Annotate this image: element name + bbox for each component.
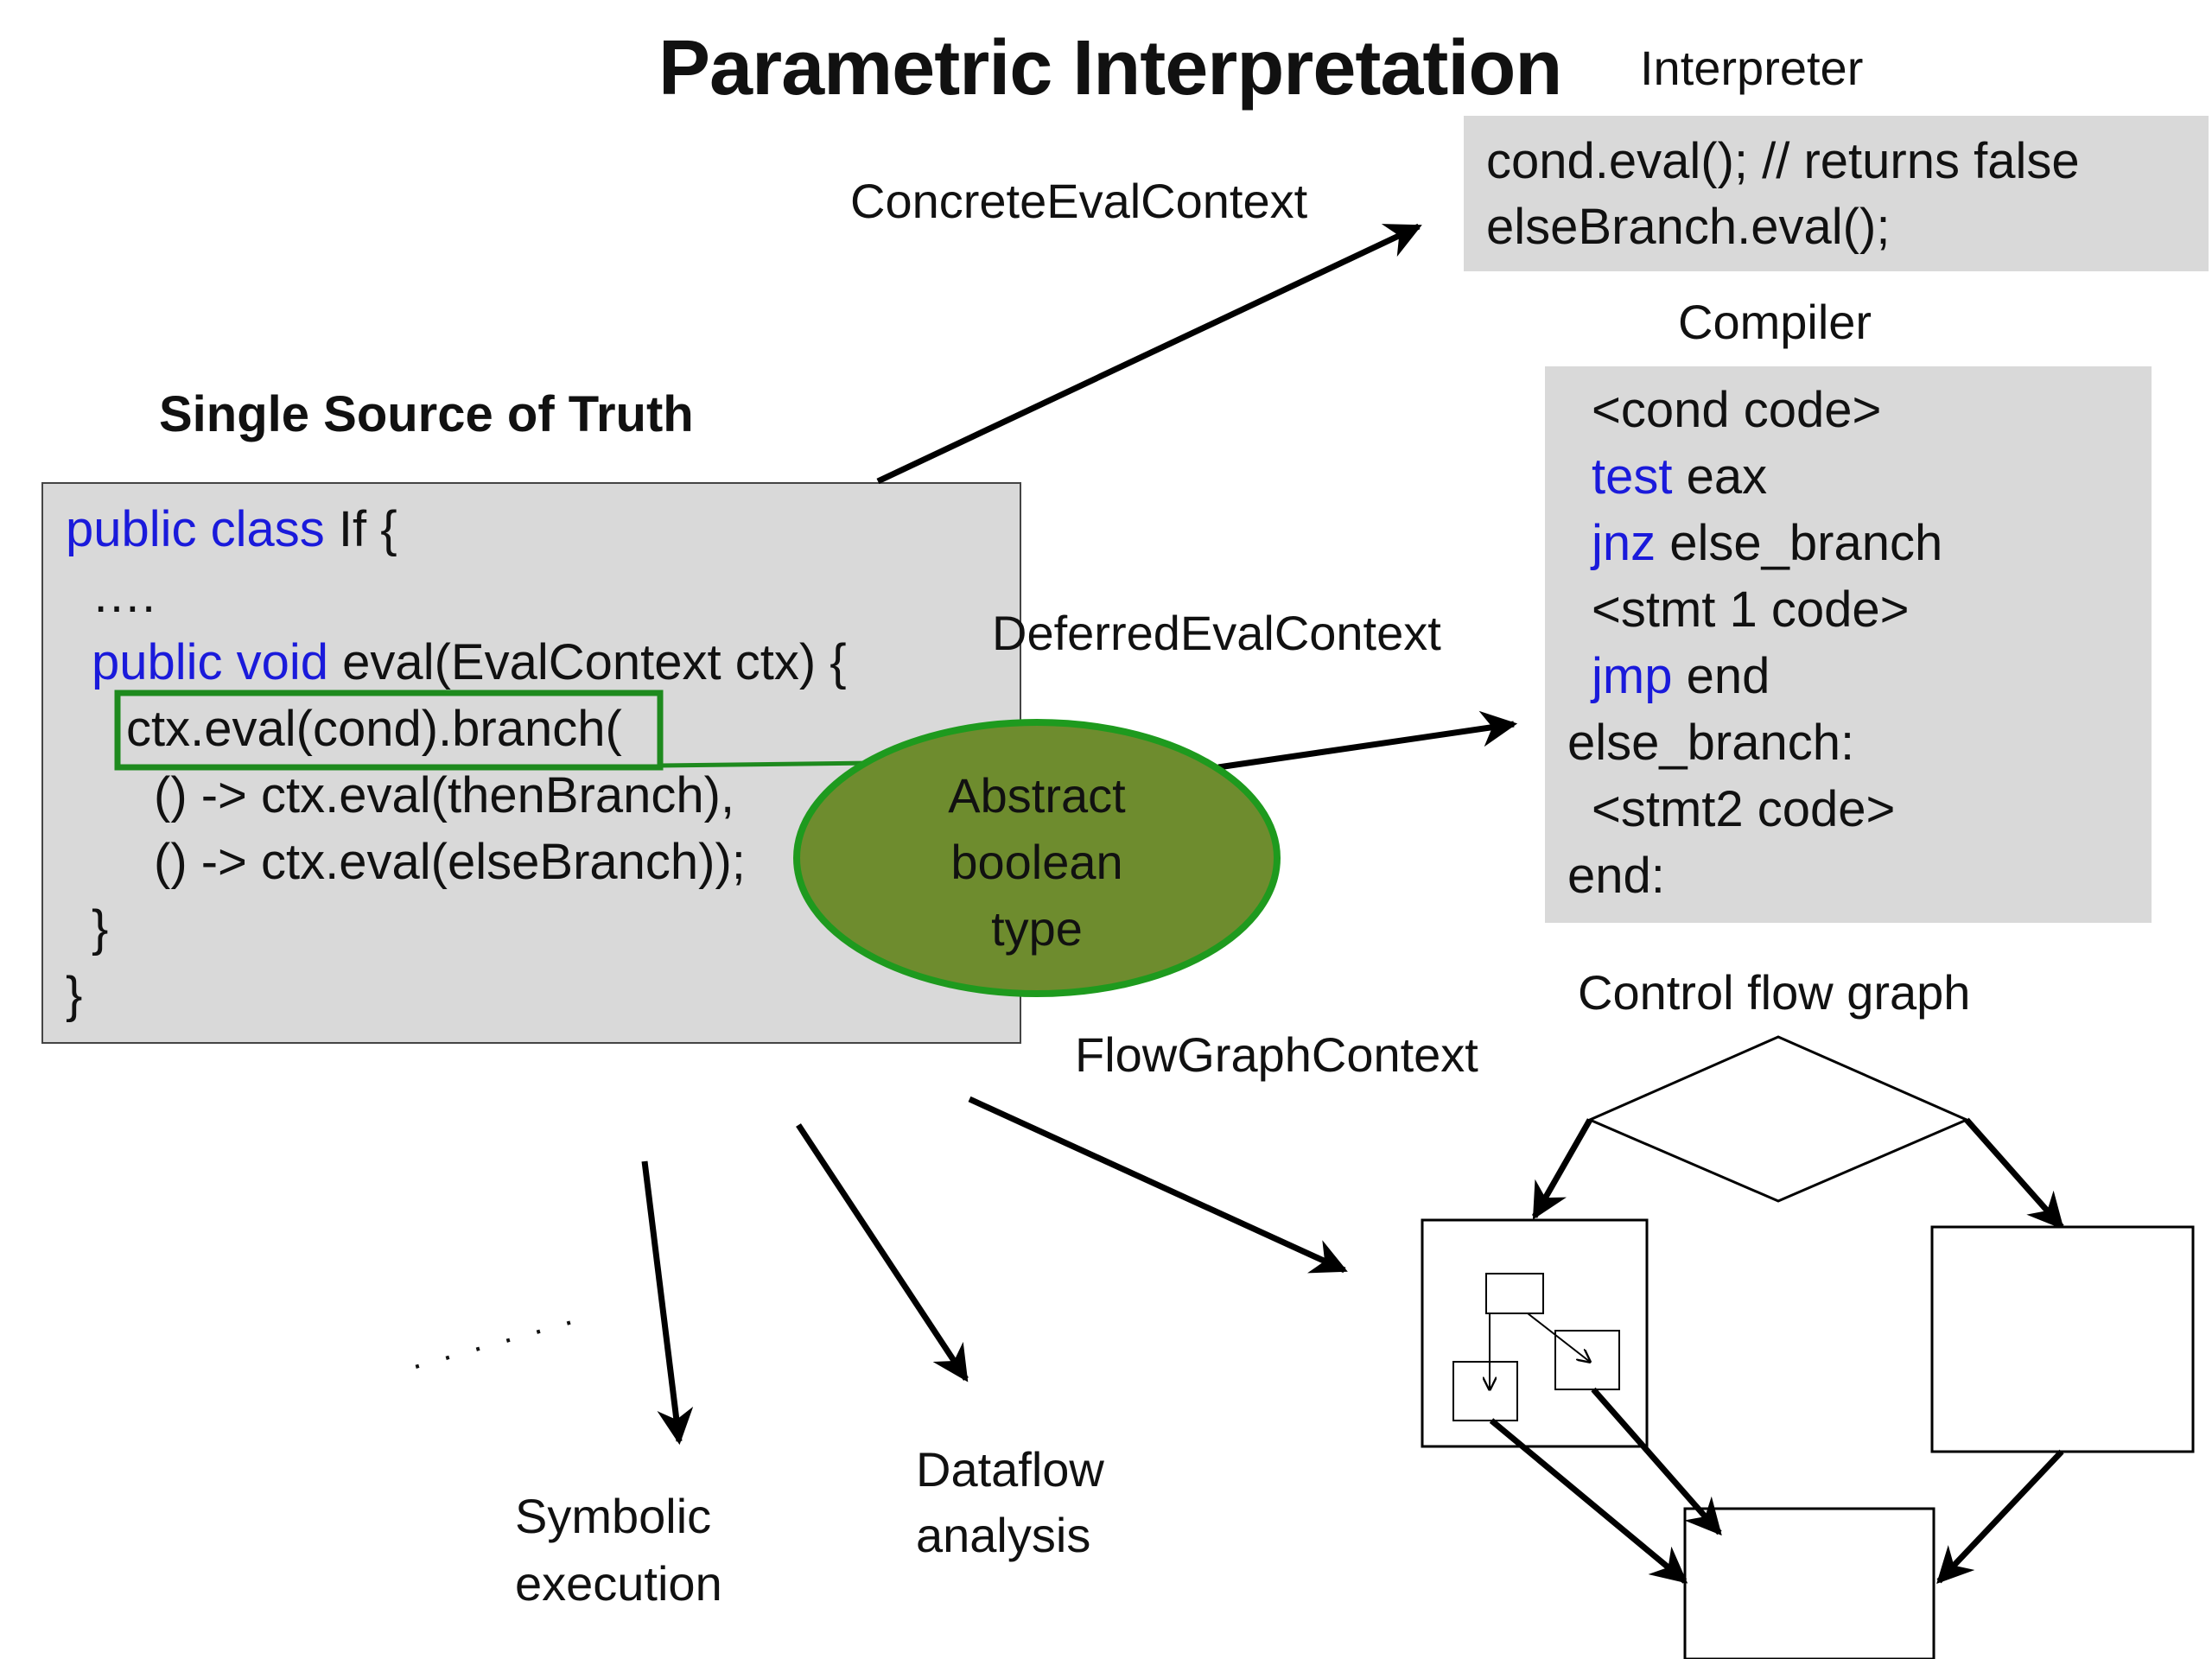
code-line-highlighted: ctx.eval(cond).branch( xyxy=(126,701,622,757)
arrow-dataflow xyxy=(796,1123,969,1382)
compiler-line-text: eax xyxy=(1672,448,1768,505)
compiler-label: Compiler xyxy=(1678,295,1872,349)
symbolic-label: execution xyxy=(515,1556,722,1611)
code-line: } xyxy=(92,900,109,957)
cfg-edge-merge xyxy=(1591,1387,1722,1536)
interpreter-label: Interpreter xyxy=(1640,41,1864,95)
code-line: public void eval(EvalContext ctx) { xyxy=(92,638,847,688)
arrow-flowgraph xyxy=(968,1096,1348,1274)
cfg-bottom-block xyxy=(1683,1507,1936,1659)
compiler-line-text: end xyxy=(1672,648,1770,704)
concrete-context-label: ConcreteEvalContext xyxy=(850,174,1308,228)
flowgraph-context-label: FlowGraphContext xyxy=(1075,1027,1478,1082)
abstract-line: type xyxy=(991,901,1083,956)
cfg-label: Control flow graph xyxy=(1578,965,1971,1020)
source-heading: Single Source of Truth xyxy=(159,386,694,442)
code-line: public class If { xyxy=(66,505,397,555)
arrow-symbolic xyxy=(641,1160,694,1446)
code-keyword: public void xyxy=(92,634,329,690)
compiler-line: jnz else_branch xyxy=(1592,518,1942,569)
highlight-connector xyxy=(659,760,874,768)
compiler-line-text: end: xyxy=(1567,848,1665,904)
symbolic-label: Symbolic xyxy=(515,1489,712,1543)
code-keyword: public class xyxy=(66,501,325,557)
code-line: () -> ctx.eval(elseBranch)); xyxy=(154,834,746,890)
cfg-inner-edge xyxy=(1527,1313,1590,1362)
compiler-keyword: jmp xyxy=(1592,648,1673,704)
compiler-line: jmp end xyxy=(1592,652,1770,702)
arrow-deferred xyxy=(1217,710,1518,771)
dataflow-label: Dataflow xyxy=(916,1442,1104,1497)
page-title: Parametric Interpretation xyxy=(658,25,1562,111)
abstract-boolean-ellipse xyxy=(793,719,1281,997)
abstract-line: Abstract xyxy=(948,768,1126,823)
deferred-context-label: DeferredEvalContext xyxy=(992,606,1441,660)
cfg-inner-node xyxy=(1452,1361,1518,1421)
compiler-line-text: else_branch xyxy=(1656,515,1943,571)
interpreter-box: cond.eval(); // returns false elseBranch… xyxy=(1464,116,2209,271)
cfg-inner-node xyxy=(1485,1273,1544,1314)
interpreter-line: cond.eval(); // returns false xyxy=(1486,133,2080,189)
compiler-keyword: jnz xyxy=(1592,515,1656,571)
compiler-keyword: test xyxy=(1592,448,1673,505)
code-line: …. xyxy=(92,567,156,623)
cfg-right-block xyxy=(1930,1225,2195,1453)
cfg-edge-merge xyxy=(1489,1418,1688,1584)
compiler-line: <stmt 1 code> xyxy=(1592,585,1910,635)
cfg-edge-left xyxy=(1531,1118,1593,1220)
code-line: () -> ctx.eval(thenBranch), xyxy=(154,767,735,823)
compiler-line: test eax xyxy=(1592,452,1767,502)
dataflow-label: analysis xyxy=(916,1508,1091,1562)
abstract-line: boolean xyxy=(950,835,1123,889)
compiler-line-text: <stmt2 code> xyxy=(1592,781,1896,837)
cfg-decision-node xyxy=(1586,1035,1970,1203)
cfg-edge-merge xyxy=(1936,1449,2064,1585)
compiler-line-text: else_branch: xyxy=(1567,715,1855,771)
compiler-line-text: <cond code> xyxy=(1592,382,1882,438)
highlight-box xyxy=(114,690,664,771)
interpreter-line: elseBranch.eval(); xyxy=(1486,199,1891,255)
compiler-box: <cond code> test eax jnz else_branch <st… xyxy=(1545,366,2152,923)
compiler-line: <cond code> xyxy=(1592,385,1881,435)
compiler-line: <stmt2 code> xyxy=(1592,785,1895,835)
abstract-boolean-label: Abstract boolean type xyxy=(873,762,1201,962)
arrow-concrete xyxy=(876,223,1422,485)
compiler-line: end: xyxy=(1567,851,1665,901)
code-text: If { xyxy=(324,501,397,557)
code-line: } xyxy=(66,967,83,1023)
compiler-line: else_branch: xyxy=(1567,718,1854,768)
cfg-edge-right xyxy=(1964,1117,2064,1230)
code-text: eval(EvalContext ctx) { xyxy=(328,634,847,690)
compiler-line-text: <stmt 1 code> xyxy=(1592,582,1910,638)
